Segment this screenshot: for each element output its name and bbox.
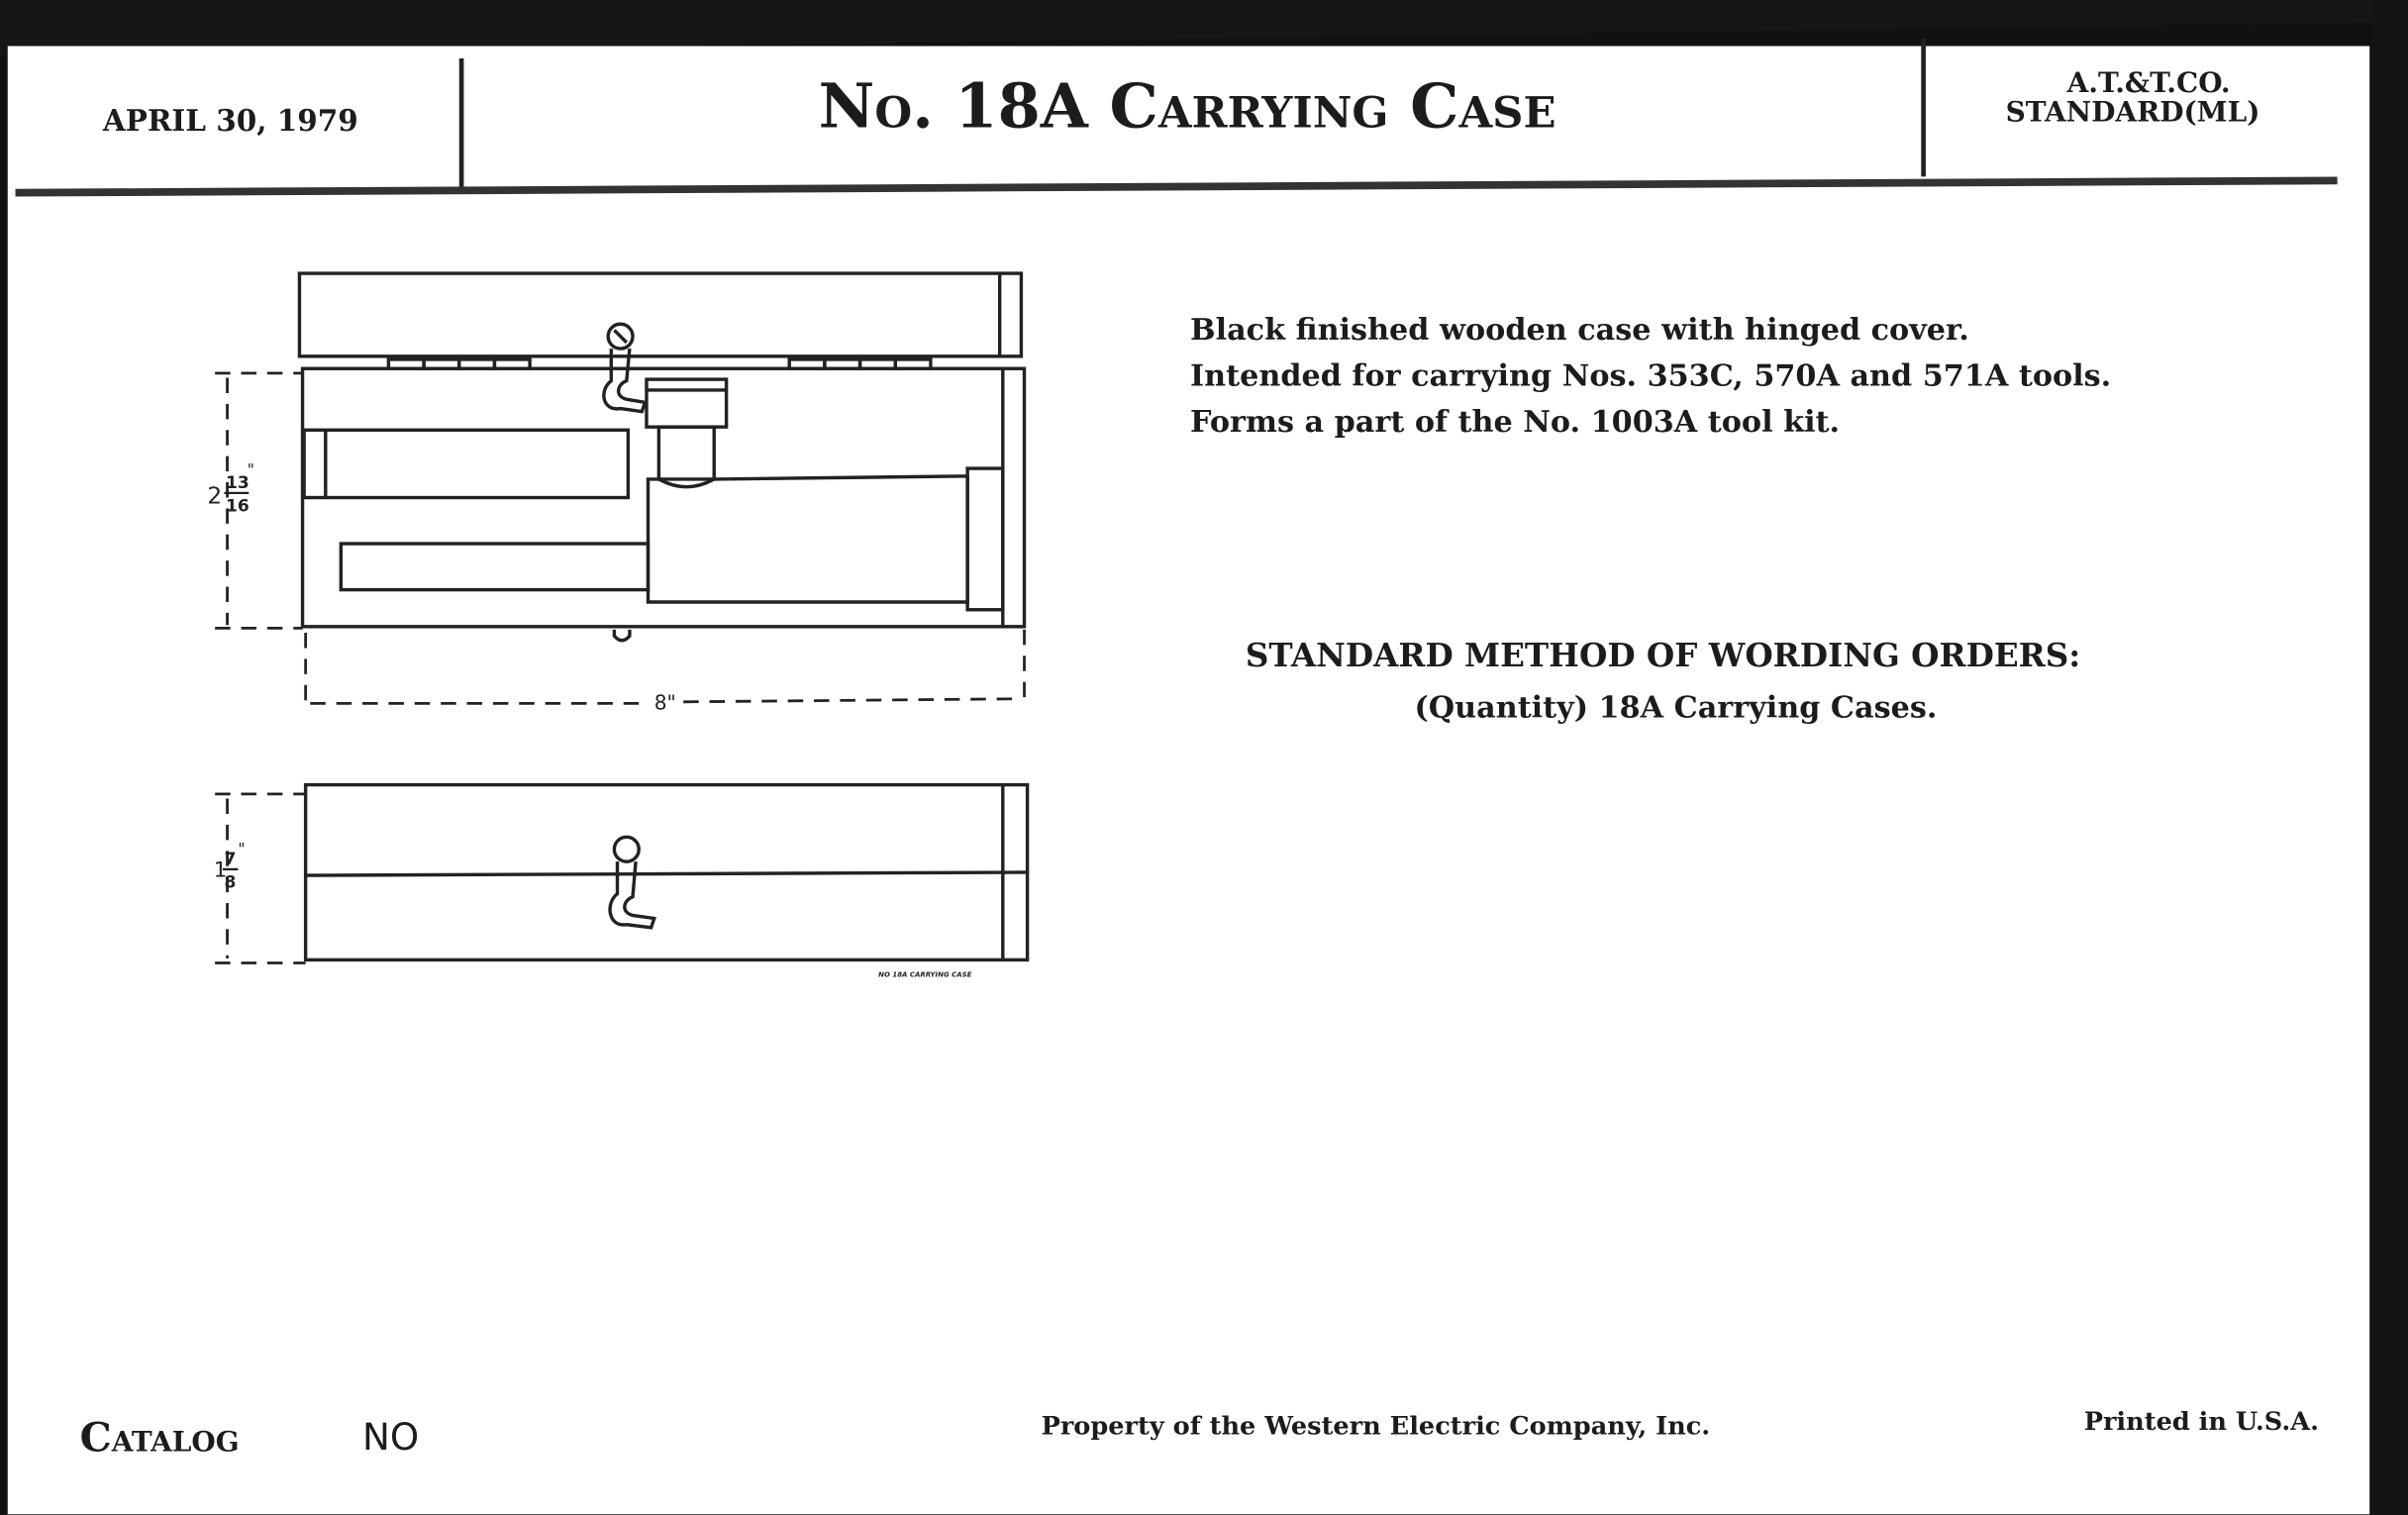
depth-whole: 1 [214,858,228,883]
catalog-label: Catalog [79,1416,240,1463]
inch-mark: " [248,460,254,478]
drawing-caption: NO 18A CARRYING CASE [878,970,971,978]
lid-open-view [297,271,1027,643]
dimension-lines [215,371,1026,964]
depth-denominator: 8 [224,872,236,892]
description-line: Black finished wooden case with hinged c… [1190,311,1969,348]
inch-mark: " [238,840,245,858]
lid-outline [297,271,1024,358]
standard-line-1: A.T.&T.CO. [2066,67,2231,100]
tool-lower-left [339,542,651,592]
height-denominator: 16 [226,496,250,516]
printed-notice: Printed in U.S.A. [2083,1406,2320,1437]
scan-border-right [2372,0,2408,1515]
header-divider-left [458,57,464,192]
latch-screw-icon [606,322,635,351]
screw-icon [612,629,632,643]
description-line: Forms a part of the No. 1003A tool kit. [1190,403,1841,440]
closed-case-view [303,782,1030,962]
orders-text: (Quantity) 18A Carrying Cases. [1414,689,1938,726]
latch-hook-icon [608,860,656,930]
height-whole: 2 [207,483,222,510]
description-line: Intended for carrying Nos. 353C, 570A an… [1190,357,2112,394]
tool-large-right [646,474,969,604]
latch-hook-icon [602,348,648,414]
page-title: No. 18A Carrying Case [818,70,1556,144]
catalog-number: NO [362,1416,420,1460]
property-notice: Property of the Western Electric Company… [1041,1411,1711,1441]
orders-heading: STANDARD METHOD OF WORDING ORDERS: [1245,636,2081,674]
standard-line-2: STANDARD(ML) [2005,96,2260,130]
tool-upper-left [302,428,631,500]
header-date: APRIL 30, 1979 [102,104,358,139]
height-numerator: 13 [226,473,250,493]
header-divider-right [1921,38,1926,177]
page [7,46,2370,1515]
width-label: 8" [654,691,676,715]
latch-screw-icon [612,835,641,863]
depth-numerator: 7 [224,850,236,869]
closed-case-outline [303,782,1030,962]
